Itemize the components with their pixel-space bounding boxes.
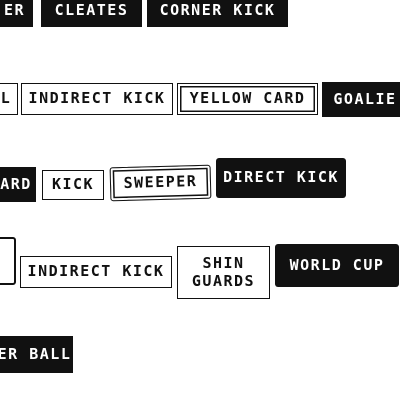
tag-shin-guards-line1: SHIN bbox=[202, 254, 245, 273]
tag-kick: KICK bbox=[42, 170, 104, 200]
tag-shin-guards: SHIN GUARDS bbox=[177, 246, 270, 299]
tag-indirect-kick-2: INDIRECT KICK bbox=[20, 256, 172, 288]
tag-partial-er: ER bbox=[0, 0, 33, 27]
tag-cleates: CLEATES bbox=[41, 0, 142, 27]
tag-goalie: GOALIE bbox=[322, 82, 400, 117]
tag-corner-kick: CORNER KICK bbox=[147, 0, 288, 27]
tag-partial-er-ball: ER BALL bbox=[0, 336, 73, 373]
tag-partial-empty bbox=[0, 237, 16, 285]
tag-partial-l: L bbox=[0, 83, 18, 115]
tag-direct-kick: DIRECT KICK bbox=[216, 158, 346, 198]
tag-shin-guards-line2: GUARDS bbox=[191, 271, 256, 290]
tag-partial-ard: ARD bbox=[0, 167, 36, 202]
tag-indirect-kick: INDIRECT KICK bbox=[21, 83, 173, 115]
tag-yellow-card: YELLOW CARD bbox=[177, 83, 318, 115]
tag-sweeper: SWEEPER bbox=[109, 164, 212, 202]
tag-world-cup: WORLD CUP bbox=[275, 244, 399, 287]
